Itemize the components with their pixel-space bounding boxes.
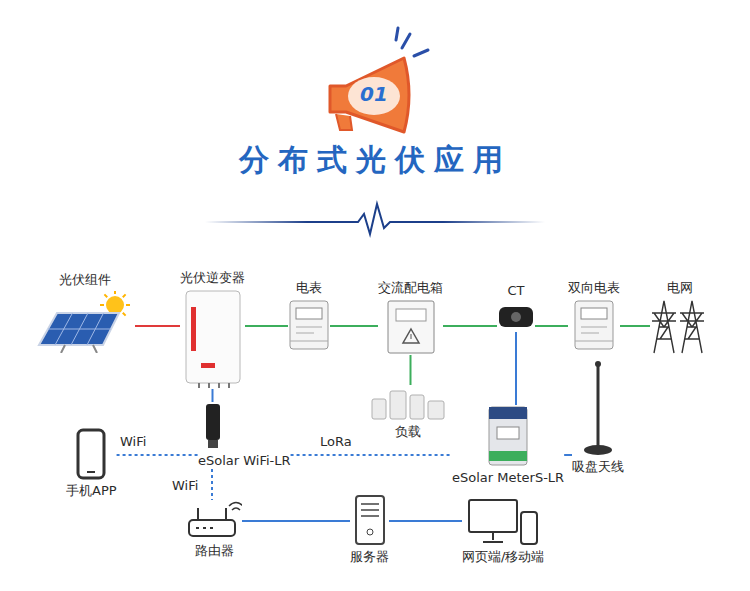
connector: [515, 332, 517, 405]
node-label: 网页端/移动端: [462, 549, 544, 565]
router-icon: [186, 500, 242, 540]
distribution-box-icon: [386, 299, 436, 355]
connector: [535, 325, 568, 327]
edge-label: WiFi: [118, 434, 148, 450]
callout-number: 01: [352, 82, 396, 106]
node-label: 电网: [667, 280, 693, 296]
server: 服务器: [350, 494, 389, 565]
megaphone-icon: [330, 28, 428, 132]
web-mobile-icon: [467, 498, 539, 546]
connector: [410, 355, 412, 385]
power-grid-icon: [650, 299, 710, 354]
edge-label: LoRa: [318, 434, 354, 450]
node-label: CT: [507, 283, 524, 299]
connector: [211, 469, 213, 500]
connector: [443, 325, 497, 327]
node-label: 吸盘天线: [572, 459, 624, 475]
antenna-icon: [580, 360, 616, 456]
wifi-dongle-icon: [198, 402, 226, 450]
node-label: eSolar WiFi-LR: [198, 453, 291, 469]
server-icon: [353, 494, 387, 546]
node-label: 手机APP: [66, 483, 117, 499]
bidirectional-meter: 双向电表: [568, 280, 620, 351]
lora-meter: eSolar MeterS-LR: [452, 405, 564, 486]
load: 负载: [368, 385, 448, 440]
node-label: eSolar MeterS-LR: [452, 470, 564, 486]
load-icon: [368, 385, 448, 421]
bidirectional-meter-icon: [573, 299, 615, 351]
node-label: 负载: [395, 424, 421, 440]
wifi-dongle: eSolar WiFi-LR: [198, 402, 291, 469]
node-label: 路由器: [195, 543, 234, 559]
current-transformer-icon: [497, 302, 535, 332]
solar-panel-icon: [35, 291, 135, 353]
distribution-box: 交流配电箱: [378, 280, 443, 355]
antenna: 吸盘天线: [572, 360, 624, 475]
energy-meter: 电表: [288, 280, 330, 351]
connector: [620, 325, 650, 327]
node-label: 交流配电箱: [378, 280, 443, 296]
connector: [564, 454, 572, 456]
connector: [291, 454, 452, 456]
energy-meter-icon: [288, 299, 330, 351]
solar-panel: 光伏组件: [35, 272, 135, 353]
connector: [245, 325, 288, 327]
connector: [389, 520, 462, 522]
heartbeat-rule: [205, 204, 545, 234]
connector: [212, 389, 214, 402]
node-label: 双向电表: [568, 280, 620, 296]
web-mobile: 网页端/移动端: [462, 498, 544, 565]
node-label: 服务器: [350, 549, 389, 565]
node-label: 电表: [296, 280, 322, 296]
node-label: 光伏组件: [59, 272, 111, 288]
connector: [330, 325, 378, 327]
edge-label: WiFi: [170, 478, 200, 494]
phone-app: 手机APP: [66, 428, 117, 499]
current-transformer: CT: [497, 283, 535, 332]
node-label: 光伏逆变器: [180, 270, 245, 286]
router: 路由器: [186, 500, 242, 559]
lora-meter-icon: [483, 405, 533, 467]
connector: [117, 454, 198, 456]
page-title: 分布式光伏应用: [0, 140, 750, 181]
connector: [242, 520, 350, 522]
phone-app-icon: [76, 428, 106, 480]
power-grid: 电网: [650, 280, 710, 354]
inverter-icon: [183, 289, 243, 389]
connector: [135, 325, 180, 327]
inverter: 光伏逆变器: [180, 270, 245, 389]
